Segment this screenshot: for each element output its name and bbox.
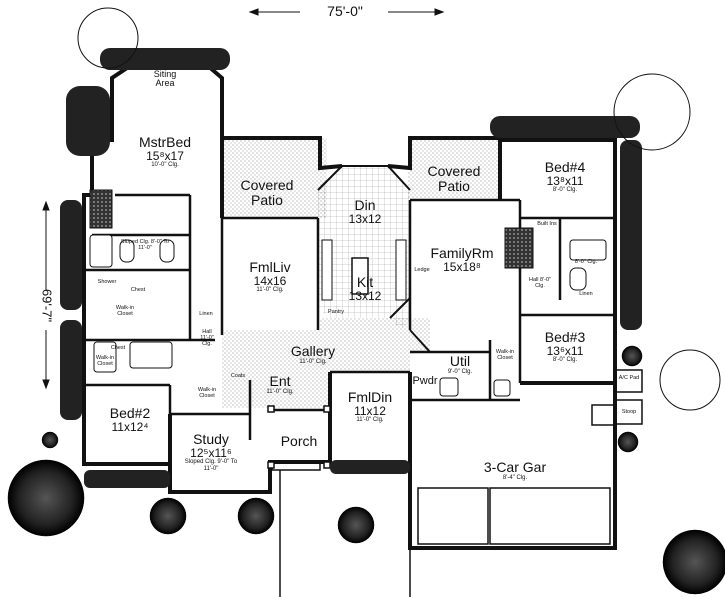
room-family: FamilyRm 15x18⁸ xyxy=(412,246,512,273)
room-powder: Pwdr xyxy=(412,375,438,387)
room-name: Bed#3 xyxy=(544,329,586,345)
room-bed-2: Bed#2 11x12⁴ xyxy=(95,406,165,433)
label-linen-right: Linen xyxy=(579,291,593,297)
room-name: Kit xyxy=(356,274,374,290)
room-name: FmlLiv xyxy=(249,259,291,275)
room-dimension: 11x12 xyxy=(354,403,386,418)
width-dimension-line xyxy=(248,8,445,16)
label-ac-pad: A/C Pad xyxy=(618,375,640,381)
label-chest-2: Chest xyxy=(110,345,126,351)
overall-width-label: 75'-0" xyxy=(327,3,363,19)
room-covered-patio-left: Covered Patio xyxy=(240,177,294,208)
room-dimension: 14x16 xyxy=(253,273,287,288)
covered-patio-left-area xyxy=(222,138,327,218)
room-gallery: Gallery 11'-0" Clg. xyxy=(278,344,348,365)
label-clg-right: 8'-0" Clg. xyxy=(574,259,598,265)
room-ceiling: 8'-0" Clg. xyxy=(552,357,578,364)
room-ceiling: 11'-0" Clg. xyxy=(266,388,294,395)
room-formal-dining: FmlDin 11x12 11'-0" Clg. xyxy=(335,390,405,424)
room-bed-3: Bed#3 13⁶x11 8'-0" Clg. xyxy=(525,330,605,364)
room-dimension: 13⁶x11 xyxy=(546,343,584,358)
room-bed-4: Bed#4 13⁸x11 8'-0" Clg. xyxy=(525,160,605,194)
room-kitchen: Kit 13x12 xyxy=(335,275,395,302)
room-dimension: 15⁸x17 xyxy=(146,148,184,163)
label-hall-right: Hall 8'-0" Clg. xyxy=(529,277,551,289)
room-dimension: 13⁸x11 xyxy=(546,173,584,188)
room-dimension: 13x12 xyxy=(348,211,382,226)
room-ceiling: 11'-0" Clg. xyxy=(299,358,327,365)
room-dining: Din 13x12 xyxy=(335,198,395,225)
room-covered-patio-right: Covered Patio xyxy=(427,163,481,194)
label-built-ins: Built Ins xyxy=(537,221,557,227)
room-dimension: 12⁵x11⁶ xyxy=(190,445,232,460)
room-ceiling: 8'-0" Clg. xyxy=(552,187,578,194)
room-ceiling: 9'-0" Clg. xyxy=(447,368,473,375)
label-coats: Coats xyxy=(230,373,246,379)
label-walkin-closet-2: Walk-in Closet xyxy=(95,355,115,367)
room-ceiling: 8'-4" Clg. xyxy=(502,474,528,481)
chimney xyxy=(89,189,113,229)
room-entry: Ent 11'-0" Clg. xyxy=(255,374,305,395)
room-porch: Porch xyxy=(280,433,318,449)
room-dimension: 11x12⁴ xyxy=(111,419,149,434)
room-name: Bed#2 xyxy=(109,405,151,421)
label-ledge: Ledge xyxy=(414,267,430,273)
label-shower: Shower xyxy=(97,279,117,285)
label-walkin-closet-right: Walk-in Closet xyxy=(495,349,515,361)
room-name: FamilyRm xyxy=(430,245,494,261)
room-master-bed: MstrBed 15⁸x17 10'-0" Clg. xyxy=(125,135,205,169)
overall-depth-label: 69'-7" xyxy=(39,288,55,323)
room-dimension: 13x12 xyxy=(348,288,382,303)
room-dimension: 15x18⁸ xyxy=(443,259,481,274)
fireplace xyxy=(504,227,534,269)
label-hall-left: Hall 11'-0" Clg. xyxy=(200,329,214,347)
label-pantry: Pantry xyxy=(328,309,344,315)
room-name: Util xyxy=(449,353,471,369)
room-ceiling: 10'-0" Clg. xyxy=(151,162,179,169)
label-linen: Linen xyxy=(199,311,213,317)
room-ceiling: 11'-0" Clg. xyxy=(256,287,284,294)
gallery-floor xyxy=(222,318,430,408)
room-ceiling: Sloped Clg. 9'-0" To 11'-0" xyxy=(184,459,238,472)
room-name: 3-Car Gar xyxy=(483,459,547,475)
room-ceiling: 11'-0" Clg. xyxy=(356,417,384,424)
label-walkin-closet-3: Walk-in Closet xyxy=(197,387,217,399)
label-stoop: Stoop xyxy=(621,409,637,415)
kitchen-dining-tile xyxy=(318,166,410,330)
label-chest: Chest xyxy=(130,287,146,293)
depth-dimension-line xyxy=(42,200,50,390)
room-formal-living: FmlLiv 14x16 11'-0" Clg. xyxy=(230,260,310,294)
covered-patio-right-area xyxy=(408,138,500,200)
room-study: Study 12⁵x11⁶ Sloped Clg. 9'-0" To 11'-0… xyxy=(180,432,242,472)
room-name: Study xyxy=(193,431,229,447)
label-walkin-closet: Walk-in Closet xyxy=(115,305,135,317)
room-utility: Util 9'-0" Clg. xyxy=(440,354,480,375)
room-name: Din xyxy=(354,197,376,213)
room-siting-area: Siting Area xyxy=(153,69,177,89)
room-name: Bed#4 xyxy=(544,159,586,175)
room-name: MstrBed xyxy=(138,134,192,150)
room-name: Gallery xyxy=(290,343,336,359)
label-sloped-clg: Sloped Clg. 8'-0" To 11'-0" xyxy=(120,239,170,251)
room-name: FmlDin xyxy=(347,389,393,405)
room-name: Ent xyxy=(269,373,291,389)
room-garage: 3-Car Gar 8'-4" Clg. xyxy=(470,460,560,481)
